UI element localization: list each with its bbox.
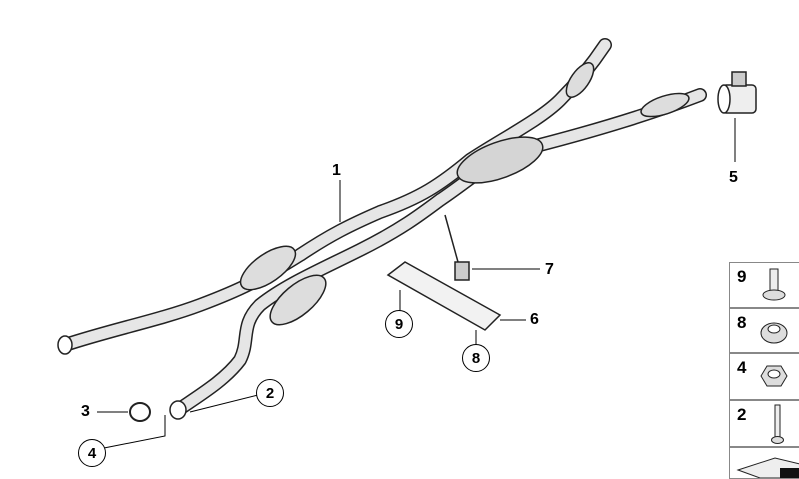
callout-8: 8 bbox=[462, 344, 490, 372]
callout-1: 1 bbox=[332, 162, 341, 179]
bracket-icon bbox=[736, 457, 799, 478]
legend-item-8: 8 bbox=[729, 308, 799, 353]
bolt-with-washer-icon bbox=[762, 268, 786, 301]
callout-9: 9 bbox=[385, 310, 413, 338]
callout-6: 6 bbox=[530, 311, 539, 328]
legend-item-2: 2 bbox=[729, 400, 799, 447]
callout-4: 4 bbox=[78, 439, 106, 467]
exhaust-pipe-right bbox=[171, 88, 707, 417]
sealing-ring bbox=[129, 402, 151, 422]
exhaust-pipe-left bbox=[58, 38, 612, 352]
legend-number: 9 bbox=[737, 267, 747, 286]
legend-item-9: 9 bbox=[729, 262, 799, 308]
legend-number: 4 bbox=[737, 358, 747, 377]
flange-nut-icon bbox=[760, 322, 788, 344]
pipe-clamp bbox=[717, 71, 757, 114]
long-bolt-icon bbox=[771, 404, 784, 444]
callout-3: 3 bbox=[81, 403, 90, 420]
callout-7: 7 bbox=[545, 261, 554, 278]
callout-5: 5 bbox=[729, 169, 738, 186]
catalytic-converter bbox=[269, 274, 327, 326]
legend-item-4: 4 bbox=[729, 353, 799, 400]
legend-item-bracket bbox=[729, 447, 799, 479]
callout-2: 2 bbox=[256, 379, 284, 407]
mounting-bracket bbox=[386, 214, 502, 331]
center-muffler bbox=[456, 136, 544, 184]
catalytic-converter bbox=[239, 245, 297, 291]
legend-number: 8 bbox=[737, 313, 747, 332]
hex-nut-icon bbox=[760, 365, 788, 387]
legend-number: 2 bbox=[737, 405, 747, 424]
